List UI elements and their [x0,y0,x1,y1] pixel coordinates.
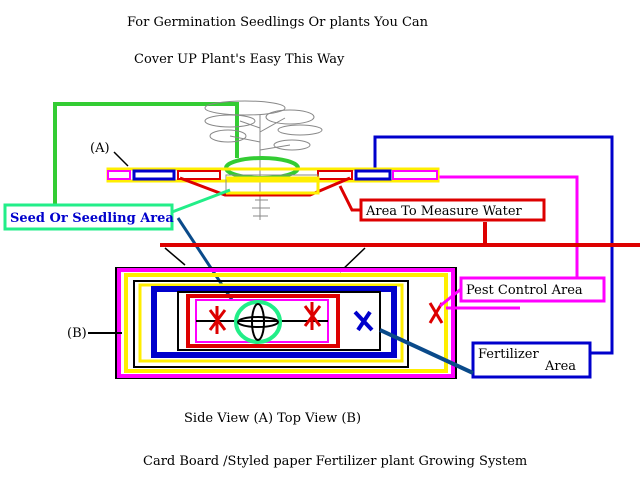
pest-pointer [439,287,462,308]
seed-area-pointer [171,188,231,214]
support-line-left [164,247,186,266]
system-caption: Card Board /Styled paper Fertilizer plan… [143,454,528,469]
top-view-tray [115,267,457,379]
fertilizer-pointer [379,328,474,375]
fertilizer-connector-line [373,135,614,355]
seed-area-box [3,203,174,231]
label-b: (B) [67,326,87,341]
water-area-label: Area To Measure Water [365,204,523,219]
water-pointer [338,185,361,212]
seed-area-label: Seed Or Seedling Area [10,211,174,226]
side-view-tray [106,167,440,197]
title-line-2: Cover UP Plant's Easy This Way [134,52,345,67]
pest-marks [208,302,444,334]
pointer-a [113,151,129,167]
fertilizer-area-box [471,341,592,379]
blue-stake-mark [353,310,374,332]
view-caption: Side View (A) Top View (B) [184,411,362,426]
top-view-seedling [234,300,282,344]
fertilizer-label-2: Area [544,359,576,374]
seed-connector-line [53,102,239,210]
fertilizer-label-1: Fertilizer [478,347,539,362]
pest-area-label: Pest Control Area [466,283,583,298]
label-a: (A) [90,141,110,156]
title-line-1: For Germination Seedlings Or plants You … [127,15,429,30]
plant-leaves [204,100,323,220]
